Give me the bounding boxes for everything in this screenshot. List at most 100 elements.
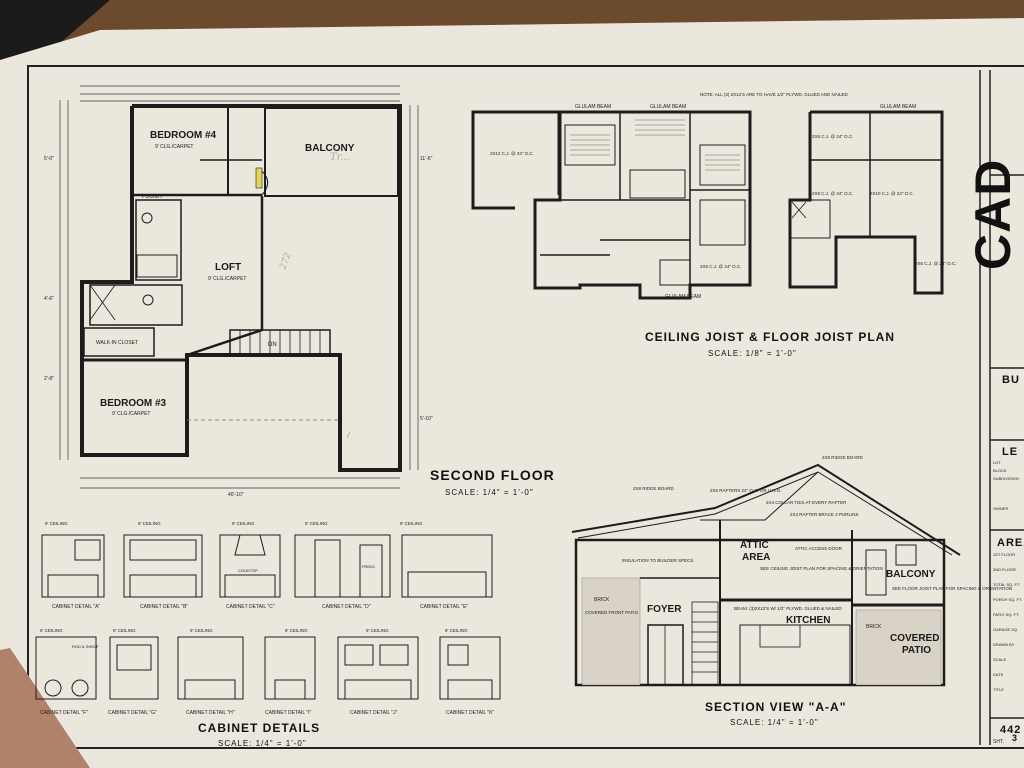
tb-row-block: BLOCK bbox=[993, 468, 1007, 473]
cj-label-d: 2X6 C.J. @ 24" O.C. bbox=[812, 134, 853, 139]
tb-area-porch: PORCH SQ. FT. bbox=[993, 597, 1022, 602]
cab-e-label: CABINET DETAIL "E" bbox=[420, 604, 468, 610]
bedroom4-label: BEDROOM #4 bbox=[150, 130, 217, 141]
section-kitchen-label: KITCHEN bbox=[786, 615, 830, 626]
joist-plan-scale: SCALE: 1/8" = 1'-0" bbox=[708, 349, 797, 358]
title-block-le: LE bbox=[1002, 446, 1018, 458]
loft-sub: 9' CLG./CARPET bbox=[208, 276, 246, 282]
cab-k-ceiling: 9' CEILING bbox=[445, 628, 468, 633]
svg-text:Tr...: Tr... bbox=[330, 152, 350, 163]
cab-j-label: CABINET DETAIL "J" bbox=[350, 710, 398, 716]
bedroom3-sub: 9' CLG./CARPET bbox=[112, 411, 150, 417]
section-attic-label: ATTIC bbox=[740, 540, 769, 551]
cab-a-label: CABINET DETAIL "A" bbox=[52, 604, 100, 610]
svg-text:~: ~ bbox=[342, 429, 355, 441]
dim-right-a: 11'-6" bbox=[420, 156, 433, 162]
joist-note: NOTE: ALL (3) 2X12'S ARE TO HAVE 1/2" PL… bbox=[700, 92, 849, 97]
title-block-bu: BU bbox=[1002, 374, 1020, 386]
tb-drawn-by: DRAWN BY bbox=[993, 642, 1015, 647]
section-purlin: 2X4 RAFTER BRACE 4 PURLINS bbox=[790, 512, 859, 517]
cab-i-label: CABINET DETAIL "I" bbox=[265, 710, 311, 716]
stair-treads bbox=[229, 329, 331, 356]
cab-d-ceiling: 9' CEILING bbox=[305, 521, 328, 526]
section-ridge-2: 2X8 RIDGE BOARD bbox=[822, 455, 864, 460]
tb-scale: SCALE bbox=[993, 657, 1006, 662]
cab-g-ceiling: 9' CEILING bbox=[113, 628, 136, 633]
section-patio-label: PATIO bbox=[902, 645, 931, 656]
tb-row-subdivision: SUBDIVISION bbox=[993, 476, 1019, 481]
section-ceiling-joist: SEE CEILING JOIST PLAN FOR SPACING & ORI… bbox=[760, 566, 883, 571]
second-floor-title: SECOND FLOOR bbox=[430, 467, 555, 483]
mat-corner bbox=[0, 648, 90, 768]
cj-label-f: 2X6 C.J. @ 24" O.C. bbox=[915, 261, 956, 266]
tb-area-patio: PATIO SQ. FT. bbox=[993, 612, 1019, 617]
section-insulation: INSULATION TO BUILDER SPECS. bbox=[622, 558, 695, 563]
cab-h-label: CABINET DETAIL "H" bbox=[186, 710, 235, 716]
section-foyer-label: FOYER bbox=[647, 604, 682, 615]
bedroom4-sub: 9' CLG./CARPET bbox=[155, 144, 193, 150]
tb-sheet-number: 442 bbox=[1000, 724, 1021, 736]
glulam-label-2: GLULAM BEAM bbox=[650, 104, 686, 110]
section-floor-joist: SEE FLOOR JOIST PLAN FOR SPACING & ORIEN… bbox=[892, 586, 1012, 591]
logo-cad: CAD bbox=[965, 159, 1021, 270]
section-collar: 2X4 COLLAR TIES AT EVERY RAFTER bbox=[766, 500, 847, 505]
section-attic-access: ATTIC ACCESS DOOR bbox=[795, 546, 843, 551]
cj-label-a: 2X12 C.J. @ 24" O.C. bbox=[490, 151, 534, 156]
cab-e-ceiling: 9' CEILING bbox=[400, 521, 423, 526]
section-beam: BEAM: (3)2X12'S W/ 1/2" PLYWD. GLUED & N… bbox=[734, 606, 842, 611]
tb-row-owner: OWNER bbox=[993, 506, 1008, 511]
cab-g-label: CABINET DETAIL "G" bbox=[108, 710, 157, 716]
cab-a-ceiling: 9' CEILING bbox=[45, 521, 68, 526]
cab-b-ceiling: 9' CEILING bbox=[138, 521, 161, 526]
section-area-label: AREA bbox=[742, 552, 770, 563]
tb-sht-num: 3 bbox=[1012, 733, 1018, 743]
cabinet-details-scale: SCALE: 1/4" = 1'-0" bbox=[218, 739, 307, 748]
cabinet-details-title: CABINET DETAILS bbox=[198, 721, 320, 735]
cab-f-ceiling: 9' CEILING bbox=[40, 628, 63, 633]
cab-i-ceiling: 9' CEILING bbox=[285, 628, 308, 633]
glulam-label-1: GLULAM BEAM bbox=[575, 104, 611, 110]
cab-h-ceiling: 9' CEILING bbox=[190, 628, 213, 633]
section-rafters: 2X6 RAFTERS 24" O.C. OR U.N.O. bbox=[710, 488, 782, 493]
walkin-closet-label: WALK-IN CLOSET bbox=[96, 340, 138, 346]
balcony-label: BALCONY bbox=[305, 143, 355, 154]
tb-row-lot: LOT bbox=[993, 460, 1001, 465]
cj-label-e: 2X8 C.J. @ 24" O.C. bbox=[812, 191, 853, 196]
section-brick-2: BRICK bbox=[866, 624, 882, 630]
second-floor-plan: BEDROOM #4 9' CLG./CARPET BALCONY LOFT 9… bbox=[44, 85, 555, 498]
second-floor-scale: SCALE: 1/4" = 1'-0" bbox=[445, 488, 534, 497]
cab-c-ceiling: 9' CEILING bbox=[232, 521, 255, 526]
sheet-border bbox=[27, 65, 1024, 749]
cab-f-label: CABINET DETAIL "F" bbox=[40, 710, 88, 716]
cj-label-b: 2X6 C.J. @ 24" O.C. bbox=[700, 264, 741, 269]
dim-left-a: 5'-0" bbox=[44, 156, 54, 162]
stairs-label: DN bbox=[268, 342, 277, 348]
glulam-label-3: GLULAM BEAM bbox=[880, 104, 916, 110]
title-block-area: AREA bbox=[997, 537, 1024, 549]
tb-area-1st: 1ST FLOOR bbox=[993, 552, 1015, 557]
section-brick-1: BRICK bbox=[594, 597, 610, 603]
dim-left-b: 4'-6" bbox=[44, 296, 54, 302]
tb-title: TITLE bbox=[993, 687, 1004, 692]
cab-j-ceiling: 9' CEILING bbox=[366, 628, 389, 633]
overall-dim: 40'-10" bbox=[228, 492, 244, 498]
cabinet-details: 9' CEILING 9' CEILING 9' CEILING 9' CEIL… bbox=[35, 521, 501, 748]
title-block: CAD BU LE AREA LOT BLOCK SUBDIVISION OWN… bbox=[965, 159, 1024, 745]
tb-area-total: TOTAL SQ. FT. bbox=[993, 582, 1020, 587]
dim-right-b: 5'-10" bbox=[420, 416, 433, 422]
glulam-label-4: GLULAM BEAM bbox=[665, 294, 701, 300]
pocket-label: POCKET bbox=[142, 194, 163, 200]
cab-cooktop: COOKTOP bbox=[238, 568, 258, 573]
section-title: SECTION VIEW "A-A" bbox=[705, 700, 846, 714]
brick-hatch bbox=[581, 577, 942, 686]
cab-d-label: CABINET DETAIL "D" bbox=[322, 604, 371, 610]
section-balcony-label: BALCONY bbox=[886, 569, 936, 580]
section-scale: SCALE: 1/4" = 1'-0" bbox=[730, 718, 819, 727]
joist-plan-title: CEILING JOIST & FLOOR JOIST PLAN bbox=[645, 330, 895, 344]
cj-label-c: 2X10 C.J. @ 24" O.C. bbox=[870, 191, 914, 196]
section-covered-label: COVERED bbox=[890, 633, 939, 644]
tb-area-garage: GARAGE SQ. bbox=[993, 627, 1018, 632]
dim-left-c: 2'-8" bbox=[44, 376, 54, 382]
tb-area-2nd: 2ND FLOOR bbox=[993, 567, 1016, 572]
